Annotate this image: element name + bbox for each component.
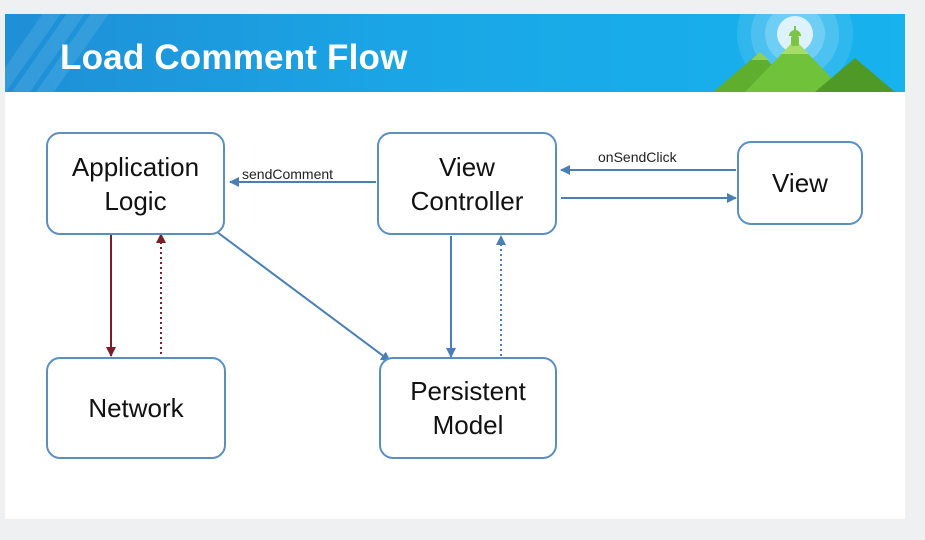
node-view-controller: View Controller bbox=[377, 132, 557, 235]
slide-title: Load Comment Flow bbox=[60, 38, 408, 77]
edge-logic-to-model bbox=[216, 231, 391, 362]
slide: Load Comment Flow bbox=[5, 14, 905, 519]
node-label-line: Model bbox=[432, 410, 504, 440]
android-mountain-logo-icon bbox=[713, 14, 895, 92]
node-label-line: Application bbox=[71, 151, 200, 182]
node-label-line: Logic bbox=[104, 185, 167, 216]
edge-label-send-comment: sendComment bbox=[242, 166, 334, 182]
node-label-line: View bbox=[772, 168, 828, 198]
node-application-logic: Application Logic bbox=[46, 132, 225, 235]
node-label-line: Persistent bbox=[410, 376, 526, 406]
title-banner: Load Comment Flow bbox=[5, 14, 905, 92]
node-persistent-model: Persistent Model bbox=[379, 357, 557, 459]
edge-label-on-send-click: onSendClick bbox=[598, 149, 677, 165]
node-network: Network bbox=[46, 357, 226, 459]
node-label-line: Controller bbox=[410, 185, 524, 216]
node-label-line: Network bbox=[88, 393, 184, 423]
node-view: View bbox=[737, 141, 863, 225]
node-label-line: View bbox=[439, 151, 495, 182]
diagram-connectors bbox=[106, 165, 737, 362]
